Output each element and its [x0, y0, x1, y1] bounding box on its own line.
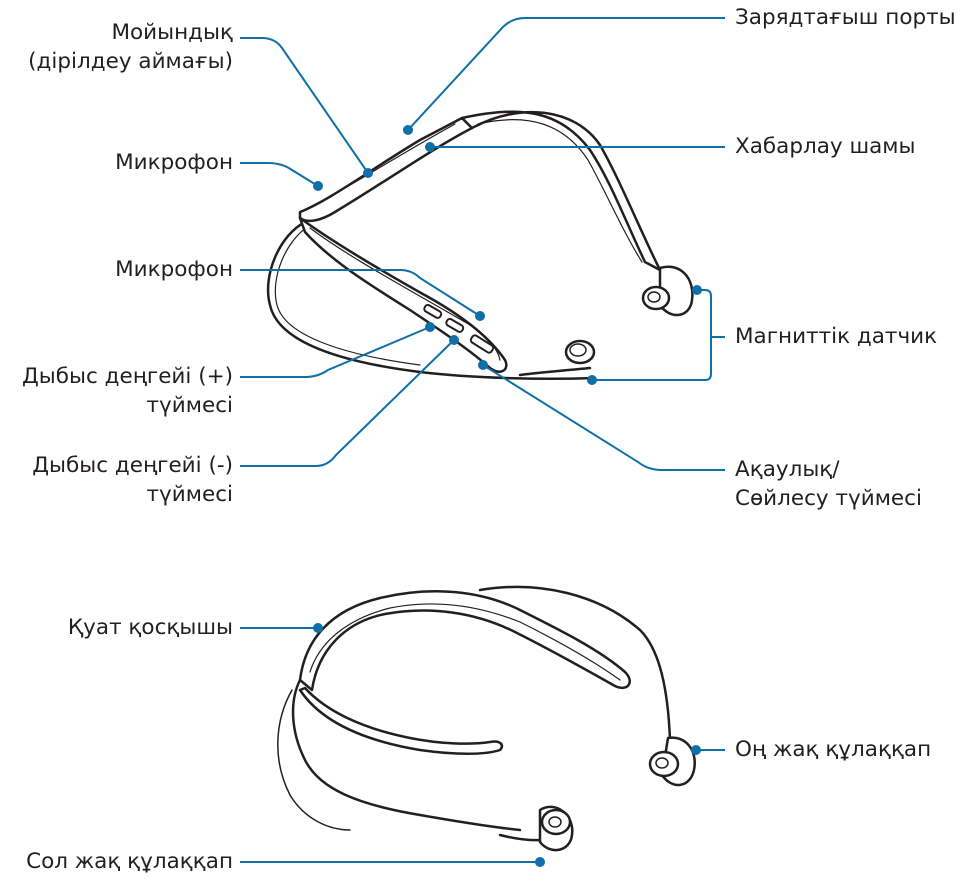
dot-neckband [363, 168, 373, 178]
label-mic-mid-text: Микрофон [115, 255, 233, 284]
dot-vol-up [425, 322, 435, 332]
label-call-button: Ақаулық/ Сөйлесу түймесі [735, 455, 922, 513]
label-magnetic-sensor: Магниттік датчик [735, 322, 937, 351]
dot-vol-down [449, 335, 459, 345]
dot-magnetic-sensor-bottom [587, 375, 597, 385]
label-right-earbud-text: Оң жақ құлаққап [735, 735, 931, 764]
callout-lines [240, 18, 725, 862]
label-mic-mid: Микрофон [115, 255, 233, 284]
dot-charging-port [403, 125, 413, 135]
dot-mic-top [313, 181, 323, 191]
dot-mic-mid [475, 311, 485, 321]
label-mic-top: Микрофон [115, 148, 233, 177]
label-vol-up: Дыбыс деңгейі (+) түймесі [22, 362, 233, 420]
dot-left-earbud [535, 857, 545, 867]
top-headset-drawing [268, 112, 692, 379]
label-notification-light-text: Хабарлау шамы [735, 132, 916, 161]
label-mic-top-text: Микрофон [115, 148, 233, 177]
bottom-left-arm [293, 680, 520, 830]
callout-line-mic-top [240, 163, 318, 186]
label-charging-port-text: Зарядтағыш порты [735, 3, 956, 32]
dot-magnetic-sensor-top [692, 285, 702, 295]
top-right-band [462, 112, 660, 270]
callout-line-charging-port [408, 18, 725, 130]
label-notification-light: Хабарлау шамы [735, 132, 916, 161]
label-vol-down: Дыбыс деңгейі (-) түймесі [32, 451, 233, 509]
label-power-switch: Қуат қосқышы [68, 613, 233, 642]
label-magnetic-sensor-text: Магниттік датчик [735, 322, 937, 351]
callout-line-neckband [240, 38, 368, 173]
dot-notification [425, 142, 435, 152]
label-left-earbud-text: Сол жақ құлаққап [26, 847, 233, 876]
bottom-headset-drawing [278, 587, 695, 850]
dot-right-earbud [691, 745, 701, 755]
label-call-button-line1: Ақаулық/ [735, 455, 922, 484]
dot-power [313, 623, 323, 633]
label-right-earbud: Оң жақ құлаққап [735, 735, 931, 764]
label-neckband: Мойындық (дірілдеу аймағы) [28, 18, 233, 76]
top-left-arm [300, 118, 472, 221]
label-call-button-line2: Сөйлесу түймесі [735, 484, 922, 513]
label-vol-up-line2: түймесі [22, 391, 233, 420]
bottom-left-cable [278, 690, 350, 830]
label-vol-down-line2: түймесі [32, 480, 233, 509]
label-neckband-line2: (дірілдеу аймағы) [28, 47, 233, 76]
label-vol-down-line1: Дыбыс деңгейі (-) [32, 451, 233, 480]
bottom-left-eartip [542, 810, 570, 834]
top-right-eartip [643, 287, 669, 309]
dot-call-button [478, 360, 488, 370]
top-lower-body [300, 218, 506, 372]
label-charging-port: Зарядтағыш порты [735, 3, 956, 32]
label-power-switch-text: Қуат қосқышы [68, 613, 233, 642]
label-neckband-line1: Мойындық [28, 18, 233, 47]
bottom-front-arm [300, 688, 502, 754]
label-vol-up-line1: Дыбыс деңгейі (+) [22, 362, 233, 391]
label-left-earbud: Сол жақ құлаққап [26, 847, 233, 876]
top-left-earbud-stem [520, 368, 590, 375]
bottom-right-eartip [650, 752, 678, 776]
